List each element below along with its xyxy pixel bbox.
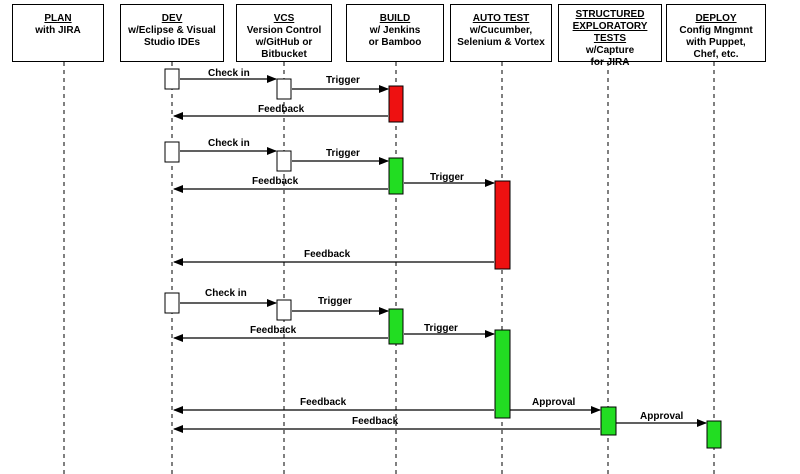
lane-subtitle: with JIRA	[35, 25, 81, 36]
activation-build-fail	[388, 85, 404, 123]
activation-dev	[164, 141, 180, 163]
label-check-in: Check in	[208, 68, 250, 79]
lane-title: STRUCTURED EXPLORATORY TESTS	[572, 9, 648, 44]
lane-subtitle: w/Cucumber, Selenium & Vortex	[457, 25, 545, 48]
activation-vcs	[276, 78, 292, 100]
lane-header-vcs: VCS Version Control w/GitHub or Bitbucke…	[236, 4, 332, 62]
lane-header-exploratory-tests: STRUCTURED EXPLORATORY TESTS w/Capture f…	[558, 4, 662, 68]
lane-title: PLAN	[44, 13, 72, 24]
lane-header-plan: PLAN with JIRA	[12, 4, 104, 62]
activation-build-pass	[388, 157, 404, 195]
activation-vcs	[276, 150, 292, 172]
activation-auto-test-fail	[494, 180, 511, 270]
label-approval: Approval	[640, 411, 684, 422]
lane-subtitle: Config Mngmnt with Puppet, Chef, etc.	[679, 25, 753, 60]
label-trigger: Trigger	[430, 172, 464, 183]
lane-header-build: BUILD w/ Jenkins or Bamboo	[346, 4, 444, 62]
activation-vcs	[276, 299, 292, 321]
label-trigger: Trigger	[424, 323, 458, 334]
label-feedback: Feedback	[250, 325, 297, 336]
lane-subtitle: w/ Jenkins or Bamboo	[368, 25, 422, 48]
lane-header-deploy: DEPLOY Config Mngmnt with Puppet, Chef, …	[666, 4, 766, 62]
label-feedback: Feedback	[304, 249, 351, 260]
label-trigger: Trigger	[326, 75, 360, 86]
label-trigger: Trigger	[318, 296, 352, 307]
label-feedback: Feedback	[352, 416, 399, 427]
lane-subtitle: w/Capture for JIRA	[585, 45, 635, 68]
activation-dev	[164, 68, 180, 90]
label-feedback: Feedback	[258, 104, 305, 115]
label-check-in: Check in	[205, 288, 247, 299]
lane-title: DEPLOY	[695, 13, 737, 24]
activation-deploy-pass	[706, 420, 722, 449]
activation-dev	[164, 292, 180, 314]
lane-header-dev: DEV w/Eclipse & Visual Studio IDEs	[120, 4, 224, 62]
label-check-in: Check in	[208, 138, 250, 149]
lane-title: AUTO TEST	[472, 13, 530, 24]
activation-build-pass	[388, 308, 404, 345]
label-approval: Approval	[532, 397, 576, 408]
activation-auto-test-pass	[494, 329, 511, 419]
lane-title: VCS	[273, 13, 295, 24]
lane-title: DEV	[161, 13, 183, 24]
lane-title: BUILD	[379, 13, 411, 24]
lane-header-auto-test: AUTO TEST w/Cucumber, Selenium & Vortex	[450, 4, 552, 62]
lane-subtitle: w/Eclipse & Visual Studio IDEs	[128, 25, 216, 48]
lane-subtitle: Version Control w/GitHub or Bitbucket	[246, 25, 322, 60]
label-feedback: Feedback	[300, 397, 347, 408]
label-trigger: Trigger	[326, 148, 360, 159]
activation-exploratory-pass	[600, 406, 617, 436]
label-feedback: Feedback	[252, 176, 299, 187]
